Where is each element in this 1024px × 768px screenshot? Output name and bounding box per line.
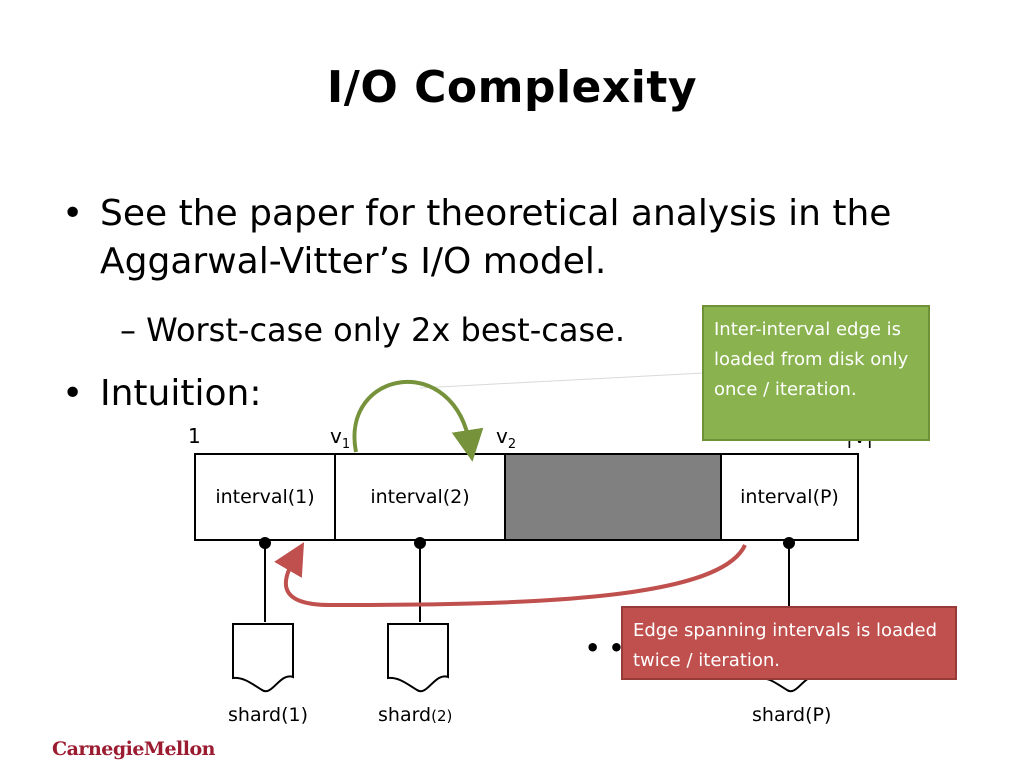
- bullet-intuition-text: Intuition:: [100, 373, 262, 414]
- interval-gray-block: [504, 453, 722, 541]
- vertex-label-1: 1: [188, 424, 201, 448]
- slide-title: I/O Complexity: [326, 62, 698, 113]
- interval-p-box: interval(P): [720, 453, 859, 541]
- callout-pointer-line: [419, 372, 705, 389]
- carnegie-mellon-logo: CarnegieMellon: [52, 738, 215, 760]
- shard-p-label: shard(P): [752, 704, 832, 726]
- callout-spanning-edge: Edge spanning intervals is loaded twice …: [621, 606, 957, 680]
- shard-2-document-icon: [387, 623, 449, 693]
- shard-2-label: shard(2): [378, 704, 452, 726]
- shard-1-label: shard(1): [228, 704, 309, 726]
- interval-1-dot: [259, 537, 271, 549]
- shard-2-label-sub: (2): [431, 707, 453, 725]
- vertex-label-v2-sub: 2: [507, 437, 517, 452]
- sub-bullet-worst-case: – Worst-case only 2x best-case.: [120, 311, 625, 349]
- interval-2-box: interval(2): [334, 453, 506, 541]
- bullet-marker: •: [62, 193, 84, 234]
- shard-1-document-icon: [232, 623, 294, 693]
- bullet-theory-text: See the paper for theoretical analysis i…: [100, 193, 892, 282]
- shard-2-label-main: shard: [378, 704, 432, 726]
- vertex-label-v1-main: v: [330, 424, 342, 448]
- vertex-label-v2: v2: [496, 424, 516, 452]
- vertex-label-v1: v1: [330, 424, 350, 452]
- vertex-label-v1-sub: 1: [341, 437, 351, 452]
- interval-p-dot: [783, 537, 795, 549]
- bullet-marker: •: [62, 373, 84, 414]
- shard-ellipsis: • •: [585, 634, 625, 662]
- vertex-label-v2-main: v: [496, 424, 508, 448]
- green-inter-interval-arrow: [352, 380, 484, 462]
- interval-1-label: interval(1): [215, 486, 315, 508]
- callout-inter-interval: Inter-interval edge is loaded from disk …: [702, 305, 930, 441]
- red-spanning-edge-arrow: [274, 542, 747, 608]
- interval-p-label: interval(P): [740, 486, 839, 508]
- interval-2-label: interval(2): [370, 486, 470, 508]
- interval-1-box: interval(1): [194, 453, 336, 541]
- interval-2-dot: [414, 537, 426, 549]
